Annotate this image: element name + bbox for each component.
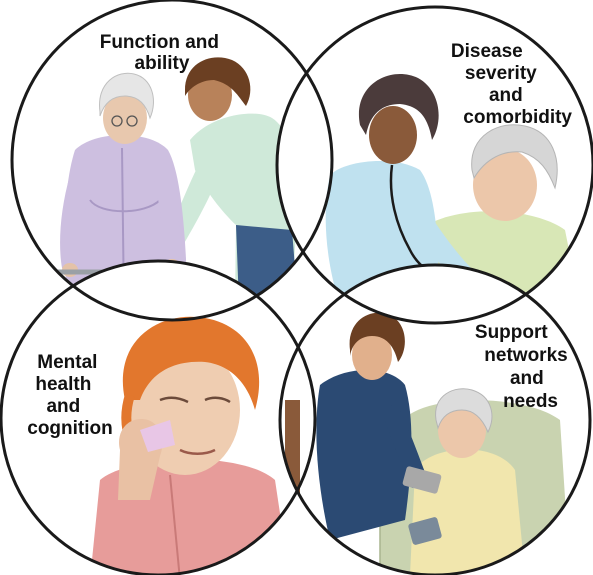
tablet-icon	[402, 466, 442, 494]
crying-woman-figure	[90, 316, 290, 575]
support-networks-scene: Support networks and needs	[280, 265, 590, 575]
tissue-icon	[140, 420, 175, 452]
mental-health-scene: Mental health and cognition	[1, 261, 315, 575]
label-mental-line-2: health	[35, 374, 91, 395]
label-disease-line-2: severity	[465, 63, 537, 84]
label-disease-line-4: comorbidity	[463, 107, 572, 128]
label-function-ability: Function and ability	[100, 32, 225, 74]
circle-function-ability	[10, 0, 334, 322]
tablet-icon	[408, 517, 442, 545]
label-mental-line-1: Mental	[37, 352, 97, 373]
caregiver-navy-figure	[316, 312, 442, 540]
label-function-line-2: ability	[135, 53, 190, 74]
label-disease-line-1: Disease	[451, 41, 523, 62]
label-support-line-2: networks	[484, 345, 567, 366]
label-support-networks: Support networks and needs	[475, 322, 573, 412]
label-mental-line-3: and	[46, 396, 80, 417]
label-disease-line-3: and	[489, 85, 523, 106]
label-support-line-4: needs	[503, 391, 558, 412]
label-support-line-3: and	[510, 368, 544, 389]
label-support-line-1: Support	[475, 322, 548, 343]
label-function-line-1: Function and	[100, 32, 219, 53]
label-mental-line-4: cognition	[27, 418, 112, 439]
circle-disease-severity	[275, 5, 593, 325]
circle-support-networks	[278, 263, 592, 575]
label-disease-severity: Disease severity and comorbidity	[451, 41, 573, 128]
label-mental-health: Mental health and cognition	[27, 352, 112, 439]
circle-mental-health	[0, 259, 317, 575]
